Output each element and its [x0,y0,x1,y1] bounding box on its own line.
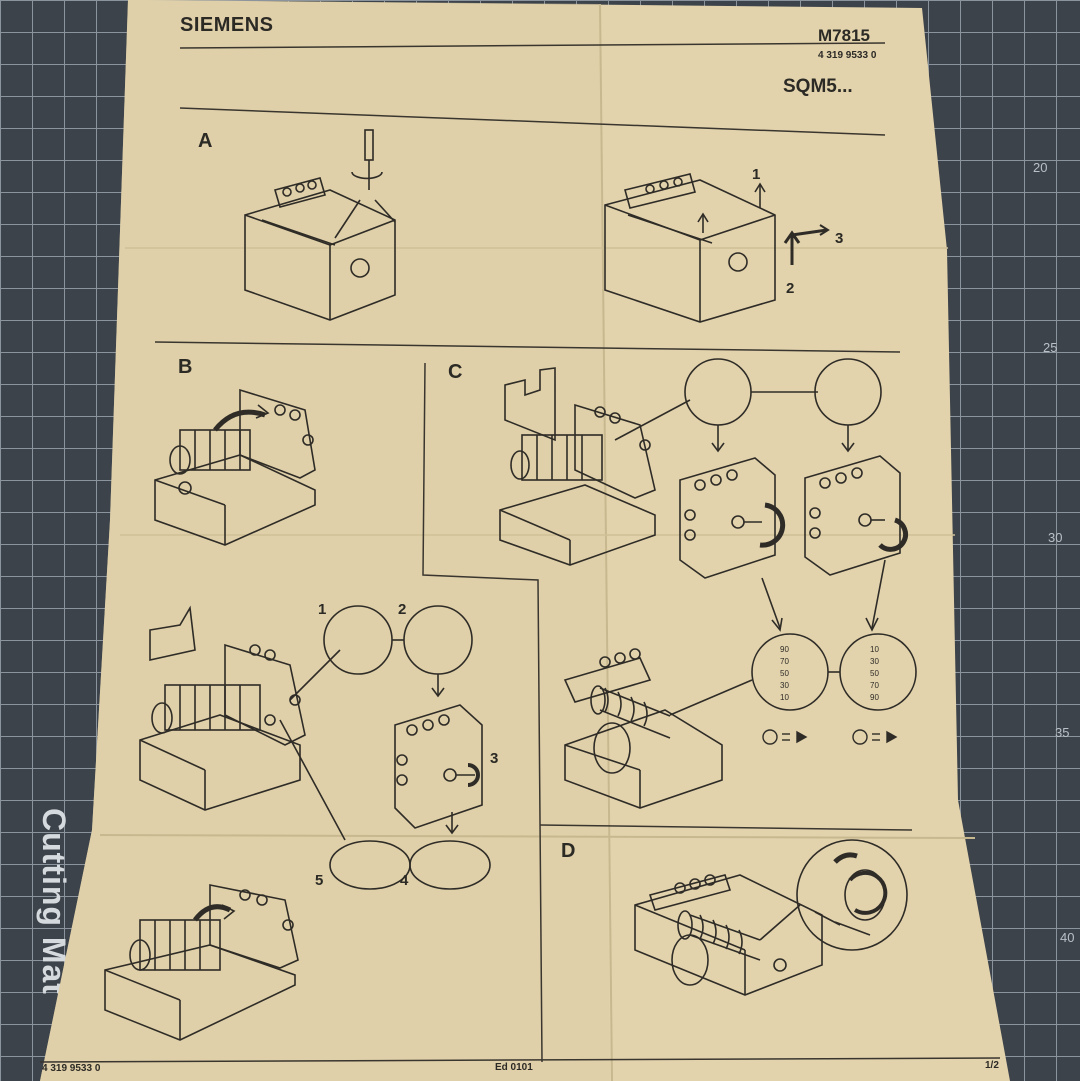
drawing-c-main [499,358,882,566]
drawing-b-lower [139,605,491,890]
footer-doc-number: 4 319 9533 0 [42,1063,101,1074]
drawing-b-top [154,388,316,546]
section-label-b: B [178,356,193,378]
footer-page: 1/2 [985,1060,999,1071]
scale-left-1: 70 [780,657,789,666]
scale-right-4: 90 [870,693,879,702]
callout-b-3: 3 [490,750,499,767]
callout-b-5: 5 [315,872,324,889]
drawing-b-bottom [104,884,299,1041]
ruler-mark-30: 30 [1048,530,1063,545]
callout-a-2: 2 [786,280,795,297]
scale-left-4: 10 [780,693,789,702]
doc-code: M7815 [818,26,870,45]
callout-a-1: 1 [752,166,761,183]
callout-b-2: 2 [398,601,407,618]
scale-left-2: 50 [780,669,789,678]
callout-b-1: 1 [318,601,327,618]
ruler-mark-25: 25 [1043,340,1058,355]
callout-a-3: 3 [835,230,844,247]
doc-number-top: 4 319 9533 0 [818,50,877,61]
callout-b-4: 4 [400,872,409,889]
drawing-a-right [604,173,830,323]
footer-edition: Ed 0101 [495,1062,533,1073]
ruler-mark-40: 40 [1060,930,1075,945]
product-name: SQM5... [783,76,853,97]
scale-right-0: 10 [870,645,879,654]
drawing-a-left [244,129,396,321]
brand-logo-text: SIEMENS [180,14,274,36]
scale-left-3: 30 [780,681,789,690]
scale-right-3: 70 [870,681,879,690]
section-label-a: A [198,130,213,152]
rotation-legend [762,729,898,745]
scale-left: 90 70 50 30 10 [780,645,789,702]
scale-right-2: 50 [870,669,879,678]
scale-left-0: 90 [780,645,789,654]
drawing-d [634,839,908,996]
section-label-c: C [448,361,463,383]
drawing-c-lower [563,633,917,809]
scale-right-1: 30 [870,657,879,666]
ruler-mark-35: 35 [1055,725,1070,740]
section-label-d: D [561,840,576,862]
drawing-c-actuators [679,455,909,632]
scale-right: 10 30 50 70 90 [870,645,879,702]
ruler-mark-20: 20 [1033,160,1048,175]
